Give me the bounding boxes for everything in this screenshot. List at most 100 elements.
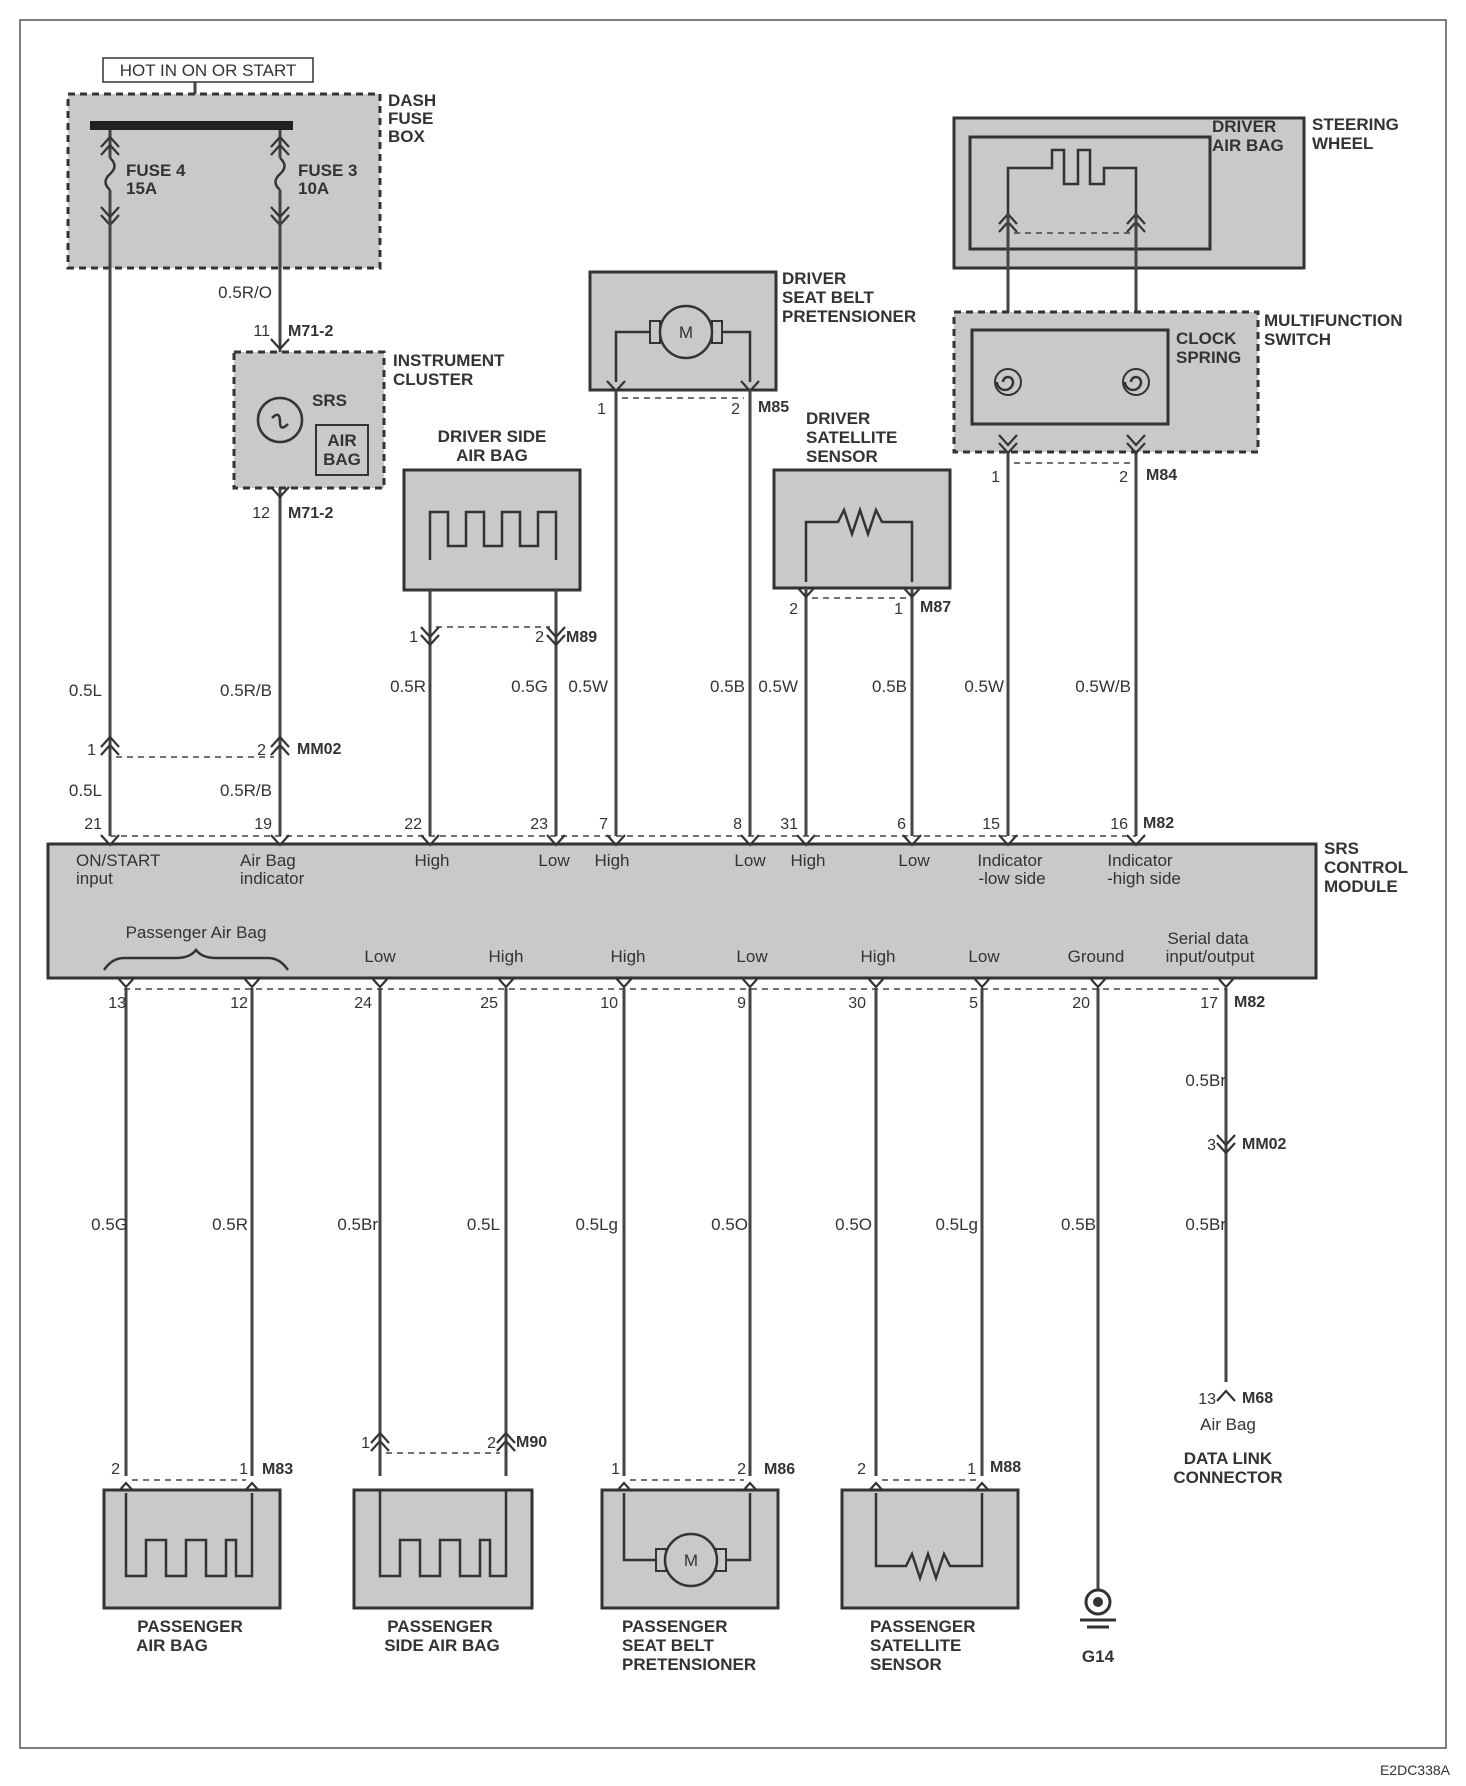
airbag-squib-icon <box>378 1490 508 1578</box>
connector-label: M86 <box>764 1461 795 1478</box>
pin-label: 22 <box>404 816 422 833</box>
driver-satellite-sensor <box>772 468 952 590</box>
module-bottom-label: input/output <box>1166 947 1255 966</box>
passenger-air-bag-label-1: PASSENGER <box>137 1617 243 1636</box>
wire-color-label: 0.5Lg <box>575 1215 618 1234</box>
pin-label: 1 <box>409 629 418 646</box>
dlc-airbag-label: Air Bag <box>1200 1415 1256 1434</box>
power-source-label: HOT IN ON OR START <box>120 61 297 80</box>
motor-letter: M <box>679 323 693 342</box>
passenger-side-air-bag-label-2: SIDE AIR BAG <box>384 1636 500 1655</box>
ground-icon <box>1080 1588 1116 1629</box>
fuse-4-rating: 15A <box>126 179 157 198</box>
motor-icon <box>658 304 714 360</box>
wire-color-label: 0.5Lg <box>935 1215 978 1234</box>
module-top-label: High <box>415 851 450 870</box>
pin-label: 1 <box>87 742 96 759</box>
connector-label: M88 <box>990 1459 1021 1476</box>
wire-color-label: 0.5L <box>69 681 102 700</box>
pin-label: 2 <box>789 601 798 618</box>
connector-label: M71-2 <box>288 505 333 522</box>
connector-label: M84 <box>1146 467 1177 484</box>
pin-label: 17 <box>1200 995 1218 1012</box>
connector-label: M90 <box>516 1434 547 1451</box>
cluster-srs-label: SRS <box>312 391 347 410</box>
wire-color-label: 0.5W <box>964 677 1004 696</box>
pin-label: 2 <box>535 629 544 646</box>
pin-label: 9 <box>737 995 746 1012</box>
driver-side-air-bag-label-2: AIR BAG <box>456 446 528 465</box>
pin-label: 13 <box>1198 1391 1216 1408</box>
motor-letter: M <box>684 1551 698 1570</box>
ground-label: G14 <box>1082 1647 1115 1666</box>
pin-label: 3 <box>1207 1137 1216 1154</box>
fuse-4-label: FUSE 4 <box>126 161 186 180</box>
wire-color-label: 0.5Br <box>1185 1071 1226 1090</box>
module-bottom-label: Low <box>736 947 768 966</box>
module-top-label: -high side <box>1107 869 1181 888</box>
pin-label: 30 <box>848 995 866 1012</box>
pin-label: 13 <box>108 995 126 1012</box>
passenger-side-air-bag-label-1: PASSENGER <box>387 1617 493 1636</box>
cluster-airbag-label-1: AIR <box>327 431 356 450</box>
power-source-box <box>102 57 314 83</box>
passenger-seat-belt-label-2: SEAT BELT <box>622 1636 715 1655</box>
fuse-4-icon <box>104 157 116 191</box>
data-link-connector-label-2: CONNECTOR <box>1173 1468 1282 1487</box>
passenger-side-air-bag <box>352 1488 534 1610</box>
diagram-frame <box>19 19 1447 1749</box>
wire-color-label: 0.5R/B <box>220 681 272 700</box>
wire-color-label: 0.5W <box>758 677 798 696</box>
wire-color-label: 0.5Br <box>1185 1215 1226 1234</box>
passenger-satellite-label-3: SENSOR <box>870 1655 942 1674</box>
dash-fuse-box-label-3: BOX <box>388 127 426 146</box>
connector-label: M83 <box>262 1461 293 1478</box>
instrument-cluster-label-2: CLUSTER <box>393 370 473 389</box>
fuse-3-label: FUSE 3 <box>298 161 358 180</box>
wire-color-label: 0.5R <box>390 677 426 696</box>
fuse-3-icon <box>274 157 286 191</box>
driver-satellite-label-3: SENSOR <box>806 447 878 466</box>
module-bottom-label: High <box>489 947 524 966</box>
pin-label: 2 <box>487 1435 496 1452</box>
module-top-label: Low <box>538 851 570 870</box>
module-bottom-label: Low <box>968 947 1000 966</box>
clock-spring-label-1: CLOCK <box>1176 329 1237 348</box>
steering-wheel-label-2: WHEEL <box>1312 134 1373 153</box>
wire-color-label: 0.5L <box>467 1215 500 1234</box>
wire-color-label: 0.5B <box>710 677 745 696</box>
wire-color-label: 0.5G <box>91 1215 128 1234</box>
driver-seat-belt-label-1: DRIVER <box>782 269 846 288</box>
module-bottom-label: High <box>861 947 896 966</box>
module-top-label: Indicator <box>977 851 1043 870</box>
passenger-seat-belt-label-1: PASSENGER <box>622 1617 728 1636</box>
connector-label: MM02 <box>297 741 342 758</box>
figure-code: E2DC338A <box>1380 1762 1451 1778</box>
pin-label: 1 <box>611 1461 620 1478</box>
pin-label: 8 <box>733 816 742 833</box>
connector-label: M71-2 <box>288 323 333 340</box>
pin-label: 24 <box>354 995 372 1012</box>
module-bottom-label: High <box>611 947 646 966</box>
instrument-cluster-label-1: INSTRUMENT <box>393 351 505 370</box>
pin-label: 5 <box>969 995 978 1012</box>
passenger-satellite-sensor <box>840 1488 1020 1610</box>
module-top-label: Low <box>898 851 930 870</box>
pin-label: 16 <box>1110 816 1128 833</box>
pin-label: 19 <box>254 816 272 833</box>
driver-seat-belt-label-2: SEAT BELT <box>782 288 875 307</box>
wire-color-label: 0.5O <box>711 1215 748 1234</box>
pin-label: 1 <box>239 1461 248 1478</box>
resistor-icon <box>804 506 914 582</box>
wire-color-label: 0.5R/O <box>218 283 272 302</box>
connector-label: M68 <box>1242 1390 1273 1407</box>
driver-air-bag-label-2: AIR BAG <box>1212 136 1284 155</box>
dash-fuse-box <box>66 92 382 270</box>
cluster-airbag-indicator <box>315 424 369 476</box>
pin-label: 7 <box>599 816 608 833</box>
wire-color-label: 0.5B <box>1061 1215 1096 1234</box>
pin-label: 2 <box>857 1461 866 1478</box>
module-bottom-label: Passenger Air Bag <box>126 923 267 942</box>
pin-label: 2 <box>737 1461 746 1478</box>
